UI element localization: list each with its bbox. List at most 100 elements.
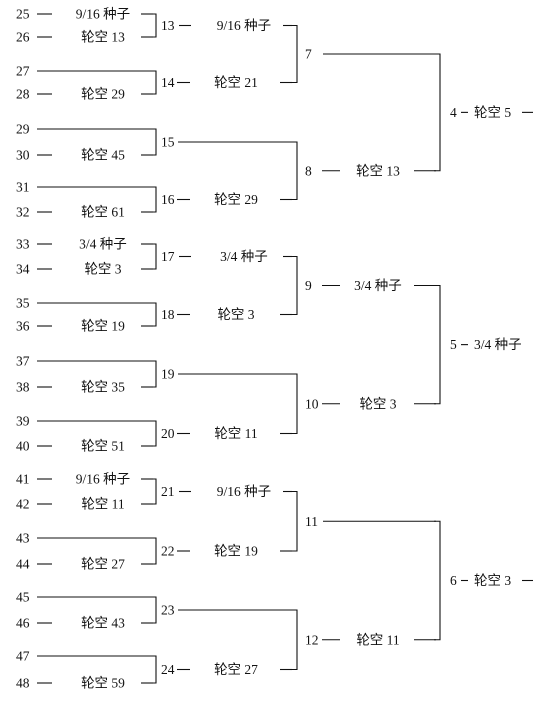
- slot-entry: 轮空 3: [217, 307, 254, 322]
- slot-entry: 3/4 种子: [79, 237, 127, 252]
- slot-number: 32: [16, 205, 30, 220]
- slot-number: 44: [16, 557, 30, 572]
- bracket-round1: [153, 70, 157, 95]
- slot-number: 24: [161, 662, 175, 677]
- slot-number: 46: [16, 616, 30, 631]
- bracket-round1: [153, 302, 157, 327]
- bracket-round1: [153, 655, 157, 684]
- slot-number: 17: [161, 249, 175, 264]
- slot-number: 33: [16, 237, 30, 252]
- slot-number: 5: [450, 337, 457, 352]
- slot-entry: 轮空 13: [356, 163, 400, 178]
- slot-number: 16: [161, 192, 175, 207]
- slot-number: 11: [305, 514, 318, 529]
- slot-number: 36: [16, 319, 30, 334]
- slot-entry: 轮空 13: [81, 30, 125, 45]
- slot-entry: 轮空 3: [84, 262, 121, 277]
- bracket-round1: [153, 537, 157, 565]
- slot-entry: 3/4 种子: [354, 278, 402, 293]
- slot-number: 14: [161, 75, 175, 90]
- slot-number: 8: [305, 163, 312, 178]
- slot-number: 22: [161, 544, 175, 559]
- slot-number: 10: [305, 396, 319, 411]
- bracket-labels: 25 9/16 种子 26 轮空 13 27 28 轮空 29 29 30 轮空 45 31 32 轮空…: [16, 7, 522, 691]
- slot-number: 47: [16, 649, 30, 664]
- slot-entry: 3/4 种子: [474, 337, 522, 352]
- slot-number: 30: [16, 148, 30, 163]
- slot-number: 29: [16, 122, 30, 137]
- slot-entry: 轮空 19: [81, 319, 125, 334]
- slot-entry: 轮空 45: [81, 148, 125, 163]
- slot-number: 25: [16, 7, 30, 22]
- bracket-round1: [153, 360, 157, 388]
- bracket-round1: [153, 478, 157, 505]
- slot-entry: 轮空 27: [214, 662, 258, 677]
- bracket-lines: [37, 13, 533, 684]
- slot-entry: 轮空 29: [214, 192, 258, 207]
- slot-entry: 轮空 61: [81, 205, 125, 220]
- slot-entry: 3/4 种子: [220, 249, 268, 264]
- slot-entry: 轮空 51: [81, 439, 125, 454]
- bracket-round3: [434, 284, 441, 405]
- slot-number: 7: [305, 47, 312, 62]
- slot-entry: 轮空 35: [81, 380, 125, 395]
- slot-number: 35: [16, 296, 30, 311]
- slot-entry: 9/16 种子: [217, 484, 271, 499]
- bracket-round3: [434, 53, 441, 172]
- slot-number: 45: [16, 590, 30, 605]
- bracket-round2: [292, 141, 298, 201]
- slot-number: 21: [161, 484, 175, 499]
- slot-number: 20: [161, 426, 175, 441]
- bracket-round1: [153, 13, 157, 38]
- slot-entry: 轮空 11: [81, 497, 124, 512]
- slot-entry: 轮空 11: [356, 632, 399, 647]
- bracket-round2: [292, 609, 298, 671]
- bracket-round2: [292, 24, 298, 84]
- slot-number: 23: [161, 603, 175, 618]
- slot-number: 4: [450, 105, 457, 120]
- slot-entry: 轮空 5: [474, 105, 511, 120]
- slot-entry: 轮空 3: [474, 573, 511, 588]
- bracket-round1: [153, 243, 157, 270]
- slot-number: 28: [16, 87, 30, 102]
- slot-entry: 轮空 29: [81, 87, 125, 102]
- slot-number: 18: [161, 307, 175, 322]
- slot-entry: 轮空 11: [214, 426, 257, 441]
- slot-number: 9: [305, 278, 312, 293]
- bracket-round1: [153, 128, 157, 156]
- slot-entry: 轮空 21: [214, 75, 258, 90]
- slot-entry: 9/16 种子: [217, 18, 271, 33]
- slot-number: 6: [450, 573, 457, 588]
- slot-number: 19: [161, 367, 175, 382]
- bracket-round3: [434, 520, 441, 641]
- slot-entry: 轮空 19: [214, 544, 258, 559]
- bracket-round2: [292, 373, 298, 435]
- slot-number: 27: [16, 64, 30, 79]
- slot-number: 15: [161, 135, 175, 150]
- slot-number: 31: [16, 180, 30, 195]
- slot-number: 34: [16, 262, 30, 277]
- bracket-round2: [292, 490, 298, 552]
- slot-entry: 9/16 种子: [76, 472, 130, 487]
- slot-number: 13: [161, 18, 175, 33]
- slot-number: 42: [16, 497, 30, 512]
- slot-number: 37: [16, 354, 30, 369]
- slot-number: 39: [16, 414, 30, 429]
- slot-number: 48: [16, 676, 30, 691]
- bracket-round1: [153, 186, 157, 213]
- bracket-round1: [153, 420, 157, 447]
- slot-number: 43: [16, 531, 30, 546]
- slot-entry: 轮空 59: [81, 676, 125, 691]
- slot-number: 12: [305, 632, 319, 647]
- slot-number: 40: [16, 439, 30, 454]
- slot-number: 41: [16, 472, 30, 487]
- slot-number: 26: [16, 30, 30, 45]
- slot-entry: 轮空 3: [359, 396, 396, 411]
- bracket-round1: [153, 596, 157, 624]
- slot-entry: 9/16 种子: [76, 7, 130, 22]
- slot-number: 38: [16, 380, 30, 395]
- slot-entry: 轮空 27: [81, 557, 125, 572]
- bracket-round2: [292, 255, 298, 316]
- slot-entry: 轮空 43: [81, 616, 125, 631]
